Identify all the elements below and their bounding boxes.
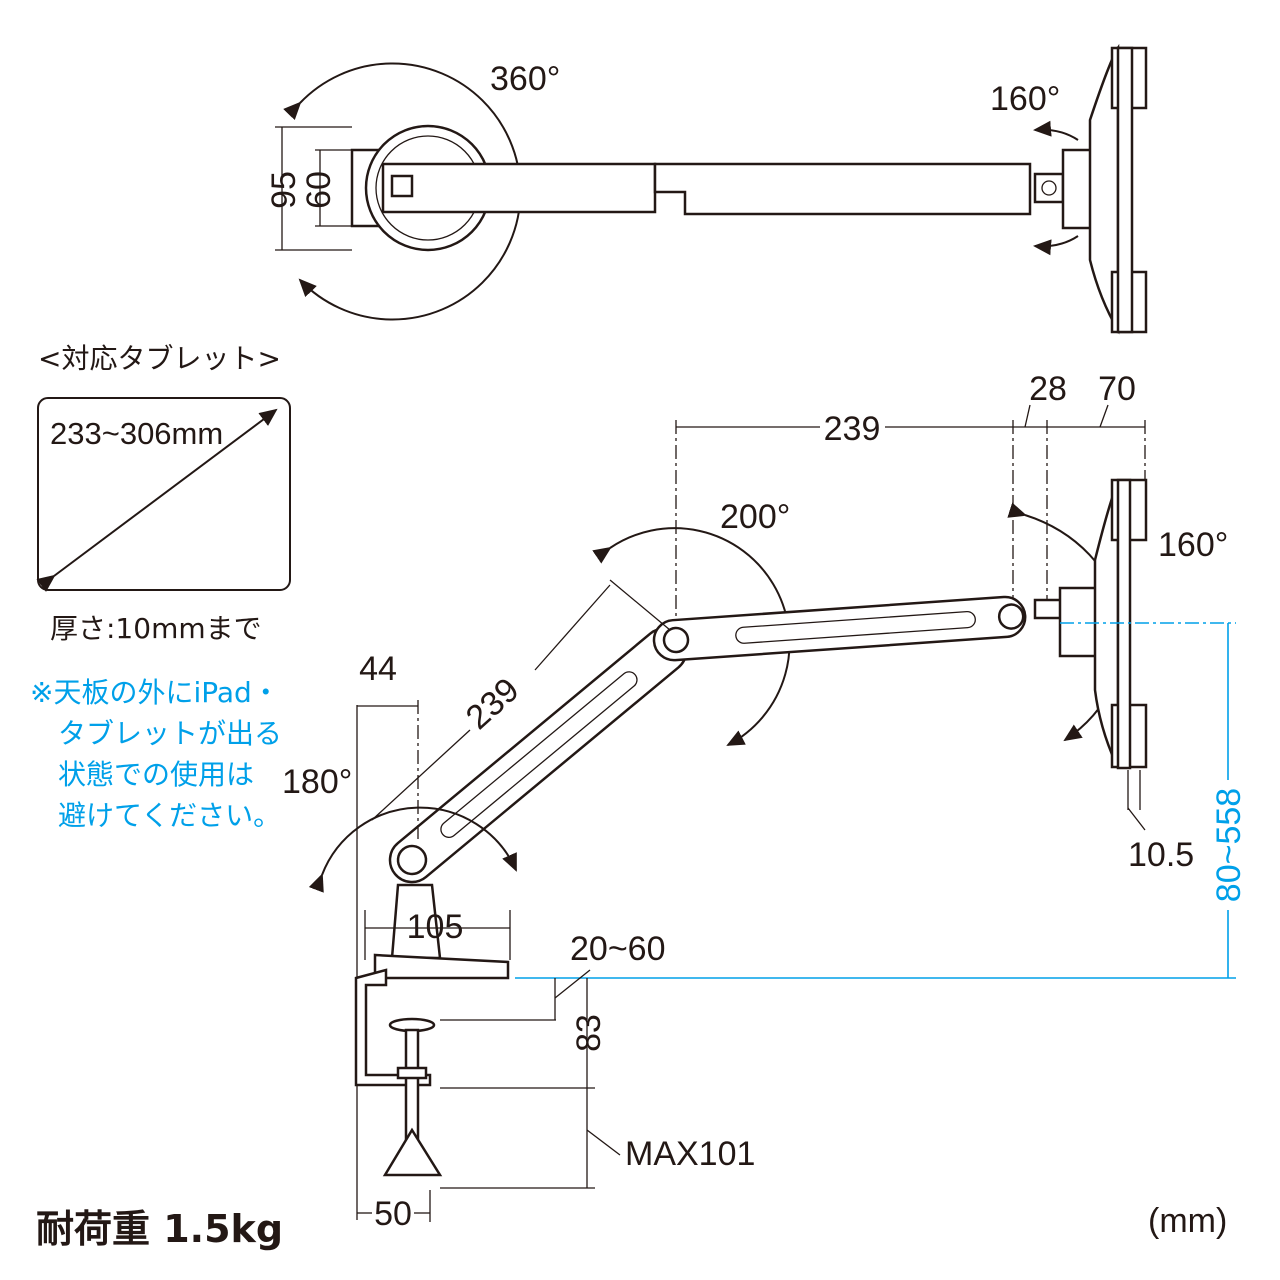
diagonal-arrow: [36, 408, 278, 592]
upper-arm-length: 239: [824, 410, 881, 448]
rotation-200-label: 200°: [720, 498, 790, 536]
dim-44: 44: [359, 650, 397, 688]
clamp-frame: [354, 968, 432, 1087]
arm-segment-1: [381, 162, 657, 214]
unit-label: (mm): [1148, 1202, 1227, 1240]
desk-thickness: 20~60: [570, 930, 666, 968]
height-range: 80~558: [1210, 788, 1248, 902]
rotation-arc-180: [308, 806, 517, 893]
dim-60: 60: [300, 171, 338, 209]
arm-segment-2: [653, 162, 1032, 216]
rotation-160-label: 160°: [990, 80, 1060, 118]
rotation-180-label: 180°: [282, 763, 352, 801]
max-clamp: MAX101: [625, 1135, 755, 1173]
tablet-size: 233~306mm: [50, 416, 223, 451]
tablet-thickness: 厚さ:10mmまで: [50, 612, 262, 645]
dim-95: 95: [265, 171, 303, 209]
caution-line: タブレットが出る: [58, 717, 283, 750]
caution-note: ※天板の外にiPad・ タブレットが出る 状態での使用は 避けてください。: [30, 672, 282, 836]
rotation-360-label: 360°: [490, 60, 560, 98]
rotation-arc-200: [592, 527, 791, 746]
dim-28: 28: [1029, 370, 1067, 408]
rotation-head-label: 160°: [1158, 526, 1228, 564]
supported-tablet: <対応タブレット> 233~306mm 厚さ:10mmまで: [36, 342, 291, 645]
caution-line: ※天板の外にiPad・: [30, 676, 280, 709]
load-capacity: 耐荷重 1.5kg: [36, 1207, 283, 1251]
dim-10-5: 10.5: [1128, 836, 1194, 874]
lower-arm: [388, 627, 688, 884]
upper-arm: [652, 595, 1027, 662]
dim-105: 105: [407, 908, 464, 946]
base-plate: [373, 953, 510, 980]
dim-70: 70: [1098, 370, 1136, 408]
dim-83: 83: [570, 1014, 608, 1052]
top-view: 360° 160° 95 60: [265, 43, 1148, 335]
clamp-handle: [382, 1127, 443, 1177]
head-joint: [1033, 172, 1065, 204]
supported-tablet-heading: <対応タブレット>: [38, 342, 281, 375]
caution-line: 状態での使用は: [58, 758, 255, 791]
caution-line: 避けてください。: [58, 799, 282, 832]
side-view: 239 28 70 200° 160° 239: [282, 370, 1248, 1233]
lower-arm-length: 239: [459, 671, 527, 737]
dim-50: 50: [374, 1195, 412, 1233]
